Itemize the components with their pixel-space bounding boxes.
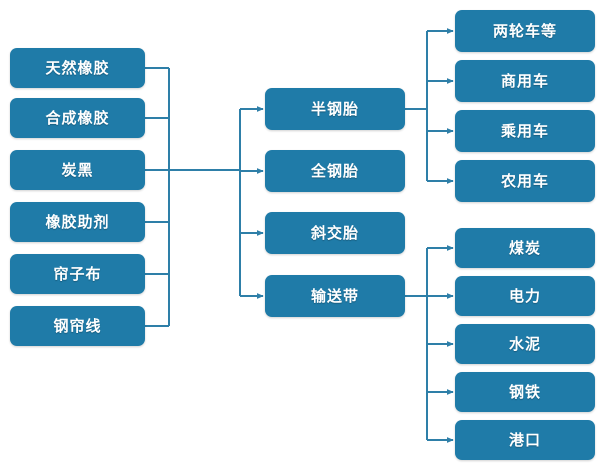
node-label-carbon-black: 炭黑 [61,160,94,179]
node-label-steel-cord: 钢帘线 [53,316,102,335]
node-label-commercial-vehicle: 商用车 [500,71,549,90]
node-cord-fabric[interactable]: 帘子布 [10,254,145,294]
node-natural-rubber[interactable]: 天然橡胶 [10,48,145,88]
node-label-natural-rubber: 天然橡胶 [45,58,110,77]
node-agricultural-vehicle[interactable]: 农用车 [455,160,595,202]
node-label-cement: 水泥 [508,334,541,353]
connector-lines [145,28,454,443]
node-cement[interactable]: 水泥 [455,324,595,364]
node-label-steel: 钢铁 [508,382,541,401]
node-passenger-vehicle[interactable]: 乘用车 [455,110,595,152]
node-carbon-black[interactable]: 炭黑 [10,150,145,190]
node-coal[interactable]: 煤炭 [455,228,595,268]
node-label-synthetic-rubber: 合成橡胶 [45,108,110,127]
node-label-port: 港口 [508,430,541,449]
node-steel[interactable]: 钢铁 [455,372,595,412]
node-conveyor-belt[interactable]: 输送带 [265,275,405,317]
node-semi-steel-tire[interactable]: 半钢胎 [265,88,405,130]
node-commercial-vehicle[interactable]: 商用车 [455,60,595,102]
node-label-all-steel-tire: 全钢胎 [310,161,359,180]
node-power[interactable]: 电力 [455,276,595,316]
node-label-agricultural-vehicle: 农用车 [500,171,549,190]
node-label-conveyor-belt: 输送带 [310,286,359,305]
node-rubber-additives[interactable]: 橡胶助剂 [10,202,145,242]
node-steel-cord[interactable]: 钢帘线 [10,306,145,346]
node-two-wheelers[interactable]: 两轮车等 [455,10,595,52]
node-label-power: 电力 [508,286,541,305]
node-label-passenger-vehicle: 乘用车 [500,121,549,140]
node-label-bias-tire: 斜交胎 [310,223,359,242]
node-label-cord-fabric: 帘子布 [53,264,102,283]
node-label-semi-steel-tire: 半钢胎 [310,99,359,118]
node-bias-tire[interactable]: 斜交胎 [265,212,405,254]
node-port[interactable]: 港口 [455,420,595,460]
node-synthetic-rubber[interactable]: 合成橡胶 [10,98,145,138]
node-label-two-wheelers: 两轮车等 [492,21,557,40]
node-label-coal: 煤炭 [508,238,541,257]
node-label-rubber-additives: 橡胶助剂 [45,212,110,231]
node-all-steel-tire[interactable]: 全钢胎 [265,150,405,192]
